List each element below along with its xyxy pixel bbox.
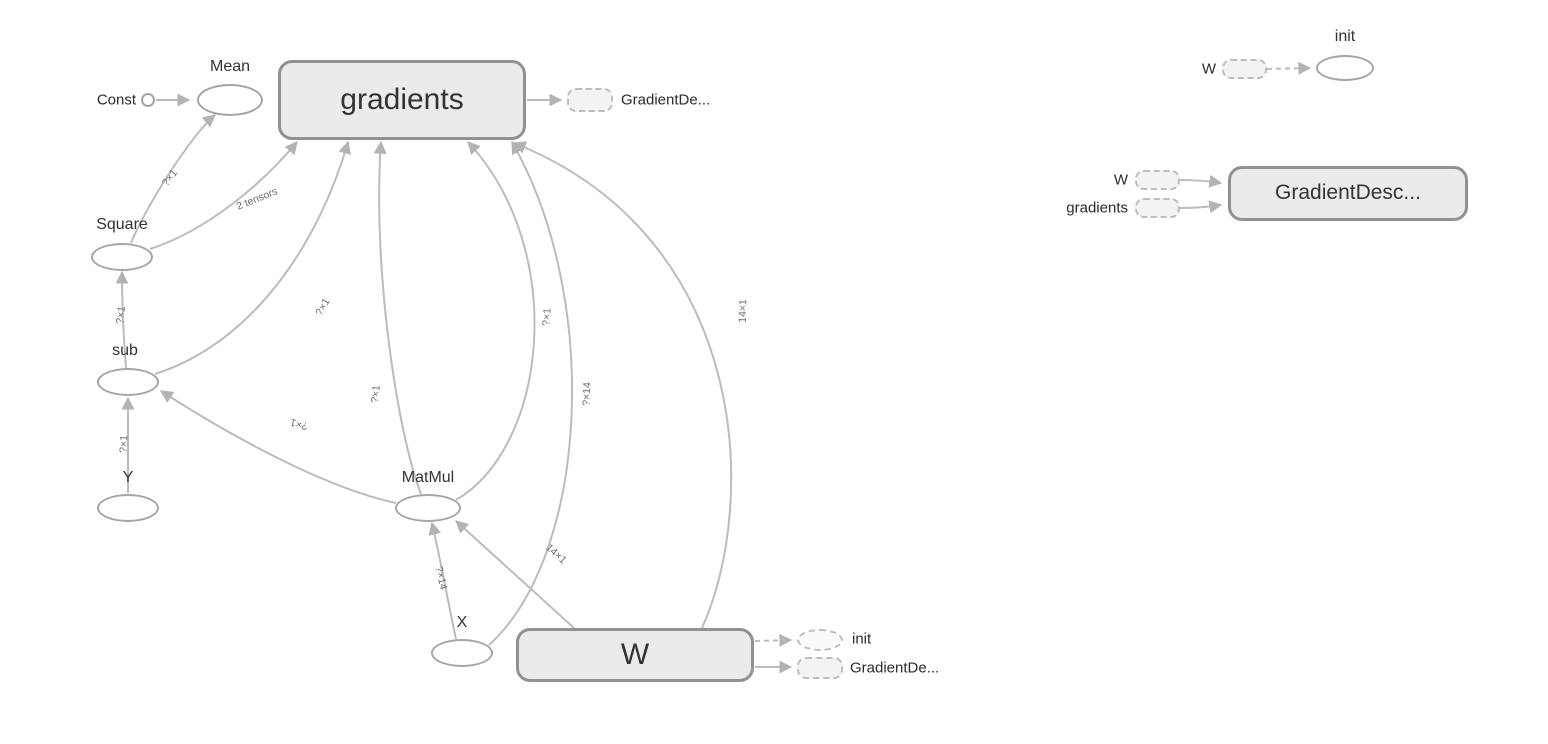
edge-square-to-gradients (149, 141, 298, 250)
aux-gd-input-gradients-label: gradients (1066, 199, 1128, 217)
node-mean[interactable] (197, 84, 263, 116)
edge-w-to-matmul (455, 520, 575, 629)
w-gradientdescent-ref-node[interactable] (797, 657, 843, 679)
gradients-output-ref-label: GradientDe... (621, 91, 711, 109)
aux-gd-input-w-node[interactable] (1135, 170, 1180, 190)
edge-w-to-init-ref (754, 633, 793, 647)
node-w-label: W (620, 638, 650, 671)
edge-aux-w-to-gradientdescent (1179, 174, 1223, 188)
node-matmul-label: MatMul (401, 469, 455, 486)
node-x[interactable] (431, 639, 493, 667)
node-matmul[interactable] (395, 494, 461, 522)
node-gradients[interactable] (278, 60, 526, 140)
node-y[interactable] (97, 494, 159, 522)
aux-gd-input-w-label: W (1113, 171, 1128, 189)
edge-label-y-to-sub: ?×1 (117, 434, 131, 454)
edge-label-sub-to-square: ?×1 (113, 305, 129, 325)
edge-square-to-mean (130, 114, 217, 244)
edge-w-to-gradients (512, 141, 733, 629)
edge-aux-w-to-init (1266, 61, 1312, 75)
aux-node-init-label: init (1334, 28, 1356, 45)
node-square-label: Square (96, 216, 148, 233)
edge-matmul-to-sub (159, 390, 397, 504)
edge-label-x-to-gradients: ?×14 (580, 381, 594, 407)
edge-sub-to-gradients (154, 140, 352, 375)
node-w[interactable] (516, 628, 754, 682)
node-square[interactable] (91, 243, 153, 271)
edge-matmul-to-gradients-b (455, 141, 536, 501)
node-mean-label: Mean (209, 58, 251, 75)
w-init-ref-label: init (852, 630, 872, 648)
edge-sub-to-square (115, 270, 129, 369)
node-const-circle[interactable] (141, 93, 155, 107)
node-sub[interactable] (97, 368, 159, 396)
aux-init-input-w-label: W (1201, 60, 1216, 78)
node-sub-label: sub (112, 342, 138, 359)
w-gradientdescent-ref-label: GradientDe... (850, 659, 940, 677)
edge-aux-gradients-to-gradientdescent (1179, 200, 1223, 214)
w-init-ref-node[interactable] (797, 629, 843, 651)
node-const-label: Const (96, 91, 136, 109)
node-y-label: Y (122, 469, 134, 486)
edge-matmul-to-gradients-a (373, 140, 422, 495)
gradients-output-ref-node[interactable] (567, 88, 613, 112)
aux-node-gradientdescent[interactable] (1228, 166, 1468, 221)
edge-x-to-gradients (488, 140, 574, 646)
aux-node-init[interactable] (1316, 55, 1374, 81)
aux-init-input-w-node[interactable] (1222, 59, 1267, 79)
edge-label-matmul-to-gradients-a: ?×1 (369, 384, 383, 404)
edge-x-to-matmul (428, 521, 457, 640)
node-gradients-label: gradients (340, 83, 464, 116)
node-x-label: X (456, 614, 468, 631)
aux-node-gradientdescent-label: GradientDesc... (1275, 181, 1421, 204)
aux-gd-input-gradients-node[interactable] (1135, 198, 1180, 218)
edge-label-matmul-to-gradients-b: ?×1 (540, 307, 554, 327)
edge-label-w-to-gradients: 14×1 (736, 299, 750, 323)
